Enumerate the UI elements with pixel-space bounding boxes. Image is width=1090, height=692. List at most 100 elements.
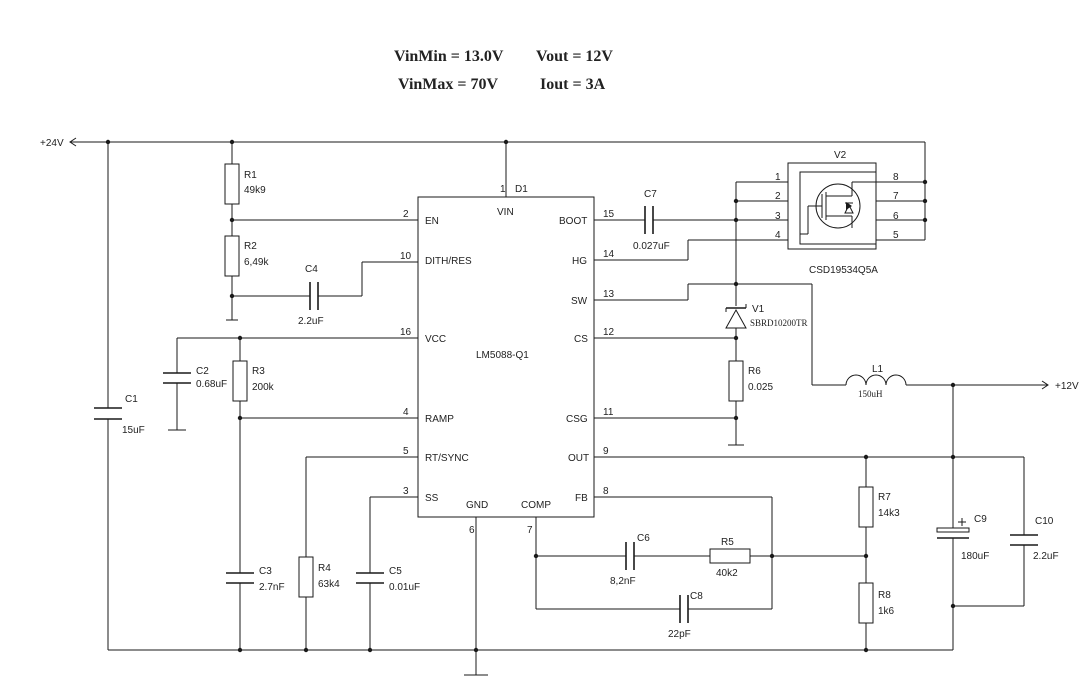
resistor-r7: R7 14k3 xyxy=(858,486,900,528)
capacitor-c1: C1 15uF xyxy=(94,394,145,436)
c5-value: 0.01uF xyxy=(389,582,420,593)
r3-value: 200k xyxy=(252,382,275,393)
ic-pinnum-dith: 10 xyxy=(400,251,412,262)
c7-value: 0.027uF xyxy=(633,241,670,252)
ic-pin-ramp: RAMP xyxy=(425,414,454,425)
ic-pinnum-hg: 14 xyxy=(603,249,615,260)
resistor-r8: R8 1k6 xyxy=(858,582,895,624)
ic-part-name: LM5088-Q1 xyxy=(476,350,529,361)
l1-value: 150uH xyxy=(858,389,883,399)
mosfet-pin-3: 3 xyxy=(775,211,781,222)
ic-pin-csg: CSG xyxy=(566,414,588,425)
ic-pinnum-cs: 12 xyxy=(603,327,615,338)
resistor-r4: R4 63k4 xyxy=(298,556,340,598)
c8-value: 22pF xyxy=(668,629,691,640)
c8-ref: C8 xyxy=(690,591,703,602)
resistor-r2: R2 6,49k xyxy=(224,235,269,277)
inductor-l1: L1 150uH xyxy=(845,364,907,399)
r1-value: 49k9 xyxy=(244,185,266,196)
capacitor-c6: C6 8,2nF xyxy=(610,533,650,587)
wires xyxy=(70,141,1048,676)
c6-value: 8,2nF xyxy=(610,576,636,587)
output-port-label: +12V xyxy=(1055,381,1079,392)
mosfet-pin-7: 7 xyxy=(893,191,899,202)
resistor-r1: R1 49k9 xyxy=(224,163,266,205)
r8-value: 1k6 xyxy=(878,606,895,617)
ic-pin-fb: FB xyxy=(575,493,588,504)
ic-pin-out: OUT xyxy=(568,453,589,464)
ic-pinnum-comp: 7 xyxy=(527,525,533,536)
r6-value: 0.025 xyxy=(748,382,773,393)
ic-pinnum-ss: 3 xyxy=(403,486,409,497)
ic-pin-vin: VIN xyxy=(497,207,514,218)
output-port: +12V xyxy=(1041,380,1079,392)
ic-pinnum-vin: 1 xyxy=(500,184,506,195)
capacitor-c7: C7 0.027uF xyxy=(633,189,670,252)
ic-pinnum-csg: 11 xyxy=(603,407,614,418)
mosfet-v2: V2 CSD19534Q5A 1 2 3 4 8 7 6 5 xyxy=(775,150,925,276)
c10-value: 2.2uF xyxy=(1033,551,1059,562)
c3-value: 2.7nF xyxy=(259,582,285,593)
mosfet-pin-1: 1 xyxy=(775,172,781,183)
c9-ref: C9 xyxy=(974,514,987,525)
ic-pin-dith: DITH/RES xyxy=(425,256,472,267)
input-port-label: +24V xyxy=(40,138,64,149)
ic-pin-hg: HG xyxy=(572,256,587,267)
resistor-r6: R6 0.025 xyxy=(728,360,773,402)
controller-ic: LM5088-Q1 D1 VIN 1 EN 2 DITH/RES 10 VCC … xyxy=(400,184,615,536)
ic-pin-vcc: VCC xyxy=(425,334,446,345)
capacitor-c10: C10 2.2uF xyxy=(1010,516,1059,562)
ic-pinnum-en: 2 xyxy=(403,209,409,220)
ic-pin-cs: CS xyxy=(574,334,588,345)
ic-pinnum-sw: 13 xyxy=(603,289,615,300)
ic-pin-gnd: GND xyxy=(466,500,488,511)
c4-value: 2.2uF xyxy=(298,316,324,327)
spec-iout: Iout = 3A xyxy=(540,76,606,93)
ic-pinnum-ramp: 4 xyxy=(403,407,409,418)
resistor-r3: R3 200k xyxy=(232,360,275,402)
diode-v1: V1 SBRD10200TR xyxy=(725,304,808,329)
r1-ref: R1 xyxy=(244,170,257,181)
c2-value: 0.68uF xyxy=(196,379,227,390)
c1-value: 15uF xyxy=(122,425,145,436)
ic-ref: D1 xyxy=(515,184,528,195)
ic-pinnum-vcc: 16 xyxy=(400,327,412,338)
c3-ref: C3 xyxy=(259,566,272,577)
ic-pin-sw: SW xyxy=(571,296,588,307)
r5-value: 40k2 xyxy=(716,568,738,579)
ic-pin-en: EN xyxy=(425,216,439,227)
r7-value: 14k3 xyxy=(878,508,900,519)
ic-pinnum-boot: 15 xyxy=(603,209,615,220)
c10-ref: C10 xyxy=(1035,516,1054,527)
r5-ref: R5 xyxy=(721,537,734,548)
r2-ref: R2 xyxy=(244,241,257,252)
spec-vinmin: VinMin = 13.0V xyxy=(394,48,504,65)
c6-ref: C6 xyxy=(637,533,650,544)
c4-ref: C4 xyxy=(305,264,318,275)
mosfet-pin-2: 2 xyxy=(775,191,781,202)
r6-ref: R6 xyxy=(748,366,761,377)
ic-pin-rt: RT/SYNC xyxy=(425,453,469,464)
r2-value: 6,49k xyxy=(244,257,269,268)
mosfet-pin-4: 4 xyxy=(775,230,781,241)
ic-pin-boot: BOOT xyxy=(559,216,587,227)
ic-pinnum-gnd: 6 xyxy=(469,525,475,536)
r7-ref: R7 xyxy=(878,492,891,503)
capacitor-c5: C5 0.01uF xyxy=(356,566,420,593)
mosfet-pin-6: 6 xyxy=(893,211,899,222)
ic-pinnum-fb: 8 xyxy=(603,486,609,497)
l1-ref: L1 xyxy=(872,364,884,375)
capacitor-c8: C8 22pF xyxy=(668,591,703,640)
capacitor-c9: C9 180uF xyxy=(936,514,989,562)
mosfet-part: CSD19534Q5A xyxy=(809,265,878,276)
ic-pinnum-out: 9 xyxy=(603,446,609,457)
r8-ref: R8 xyxy=(878,590,891,601)
r3-ref: R3 xyxy=(252,366,265,377)
spec-vout: Vout = 12V xyxy=(536,48,613,65)
v1-value: SBRD10200TR xyxy=(750,318,808,328)
mosfet-ref: V2 xyxy=(834,150,847,161)
mosfet-pin-5: 5 xyxy=(893,230,899,241)
capacitor-c4: C4 2.2uF xyxy=(298,264,324,327)
v1-ref: V1 xyxy=(752,304,765,315)
